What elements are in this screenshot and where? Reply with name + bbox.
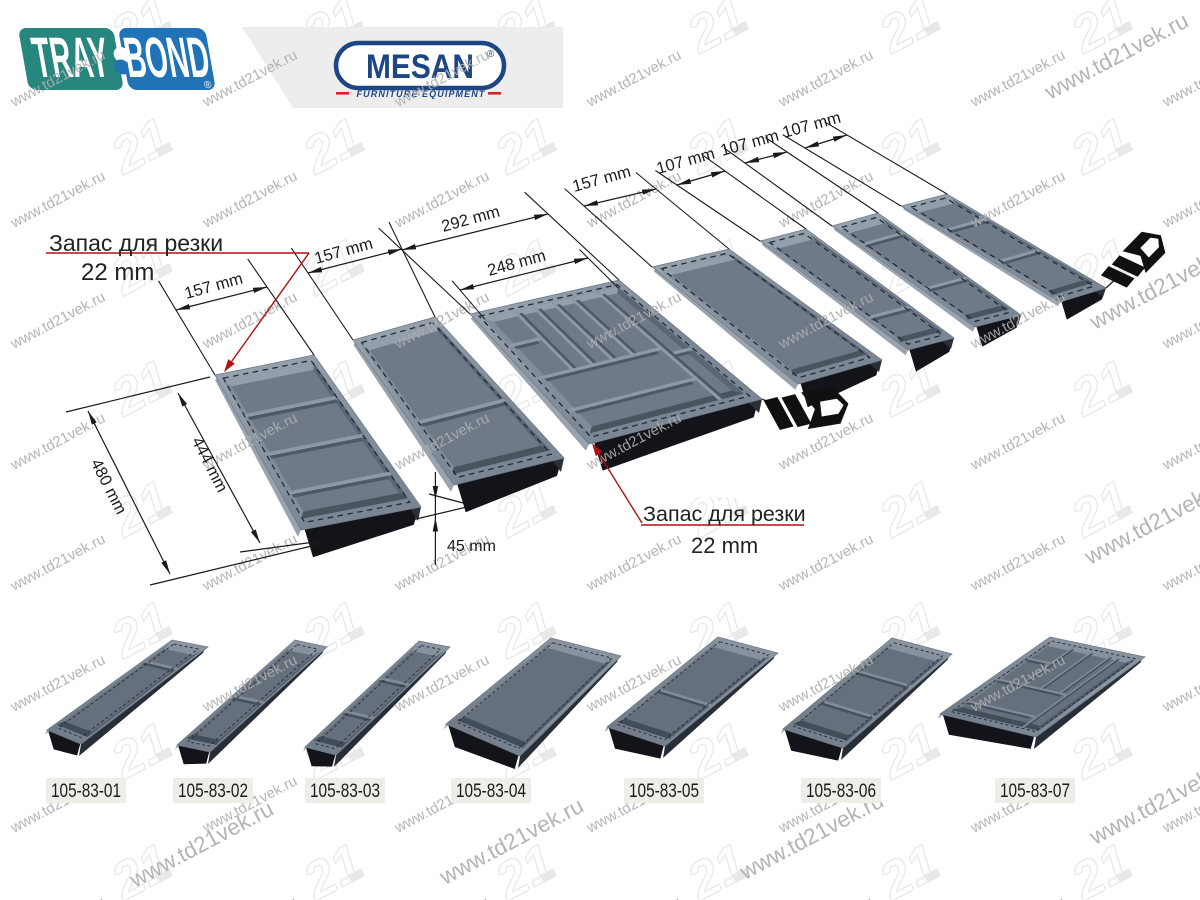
svg-text:45 mm: 45 mm [447,538,496,555]
svg-text:Запас для резки: Запас для резки [49,230,223,256]
svg-text:BOND: BOND [119,26,214,90]
svg-text:22 mm: 22 mm [81,259,154,286]
svg-text:105-83-01: 105-83-01 [51,781,121,802]
svg-text:22 mm: 22 mm [691,533,758,558]
svg-text:Запас для резки: Запас для резки [643,502,806,526]
svg-text:®: ® [487,49,495,60]
svg-text:105-83-06: 105-83-06 [806,781,876,802]
svg-text:TRAY: TRAY [28,26,114,90]
svg-text:105-83-03: 105-83-03 [310,781,380,802]
svg-text:®: ® [203,80,213,91]
svg-text:FURNITURE EQUIPMENT: FURNITURE EQUIPMENT [357,89,486,99]
svg-text:105-83-04: 105-83-04 [456,781,526,802]
svg-text:105-83-05: 105-83-05 [629,781,699,802]
svg-text:MESAN: MESAN [366,47,474,85]
svg-text:105-83-07: 105-83-07 [1000,781,1070,802]
svg-text:105-83-02: 105-83-02 [178,781,248,802]
